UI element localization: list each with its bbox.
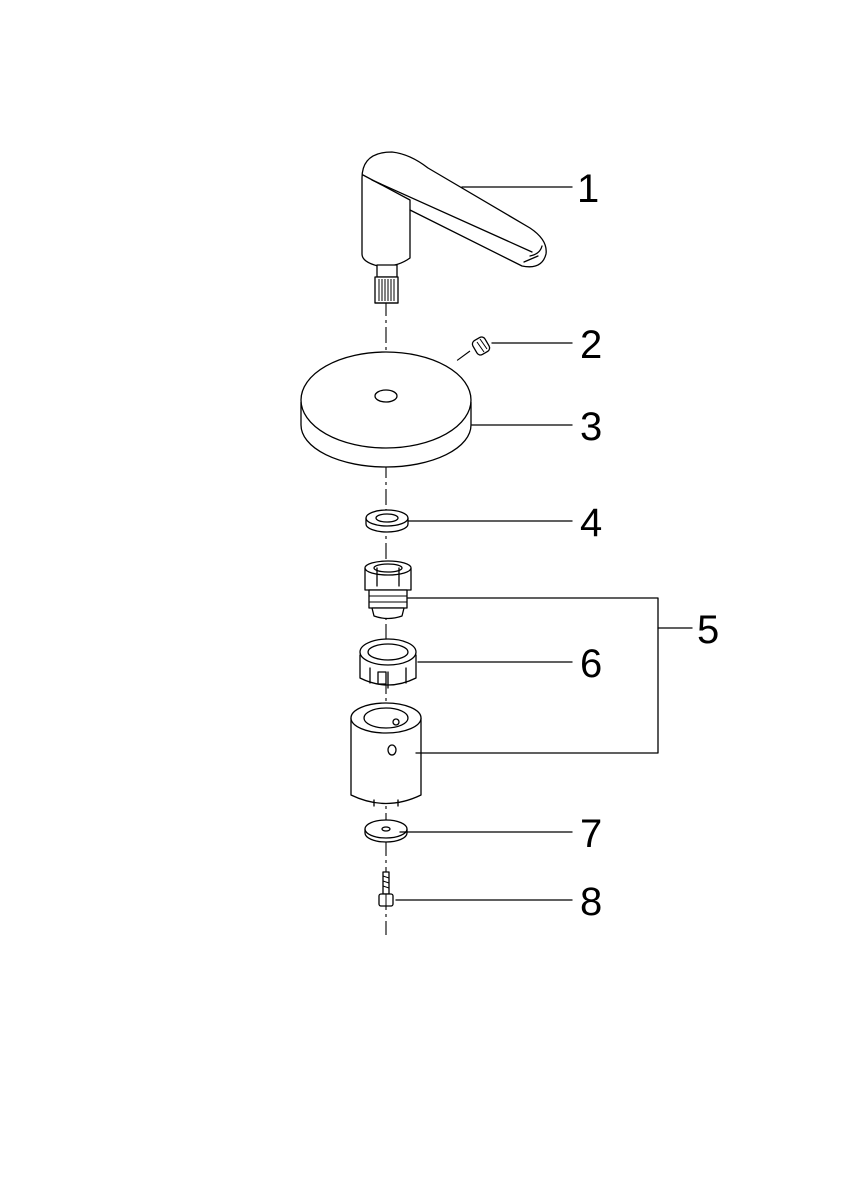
- label-1: 1: [577, 167, 599, 211]
- label-2: 2: [580, 323, 602, 367]
- part-lever-handle: [361, 151, 547, 304]
- part-sleeve: [350, 702, 422, 807]
- part-screw: [378, 871, 394, 907]
- label-3: 3: [580, 405, 602, 449]
- part-union-nut: [359, 638, 417, 689]
- part-grub-screw: [454, 336, 491, 363]
- label-5: 5: [697, 608, 719, 652]
- label-8: 8: [580, 880, 602, 924]
- bracket-5: [407, 597, 659, 754]
- leader-lines: [395, 186, 693, 901]
- callout-labels: 1 2 3 4 5 6 7 8: [577, 167, 719, 924]
- part-headpart: [364, 560, 412, 620]
- part-cover-rosette: [300, 351, 472, 468]
- part-washer: [365, 509, 409, 533]
- label-6: 6: [580, 642, 602, 686]
- part-flat-washer: [364, 819, 408, 843]
- label-4: 4: [580, 501, 602, 545]
- label-7: 7: [580, 812, 602, 856]
